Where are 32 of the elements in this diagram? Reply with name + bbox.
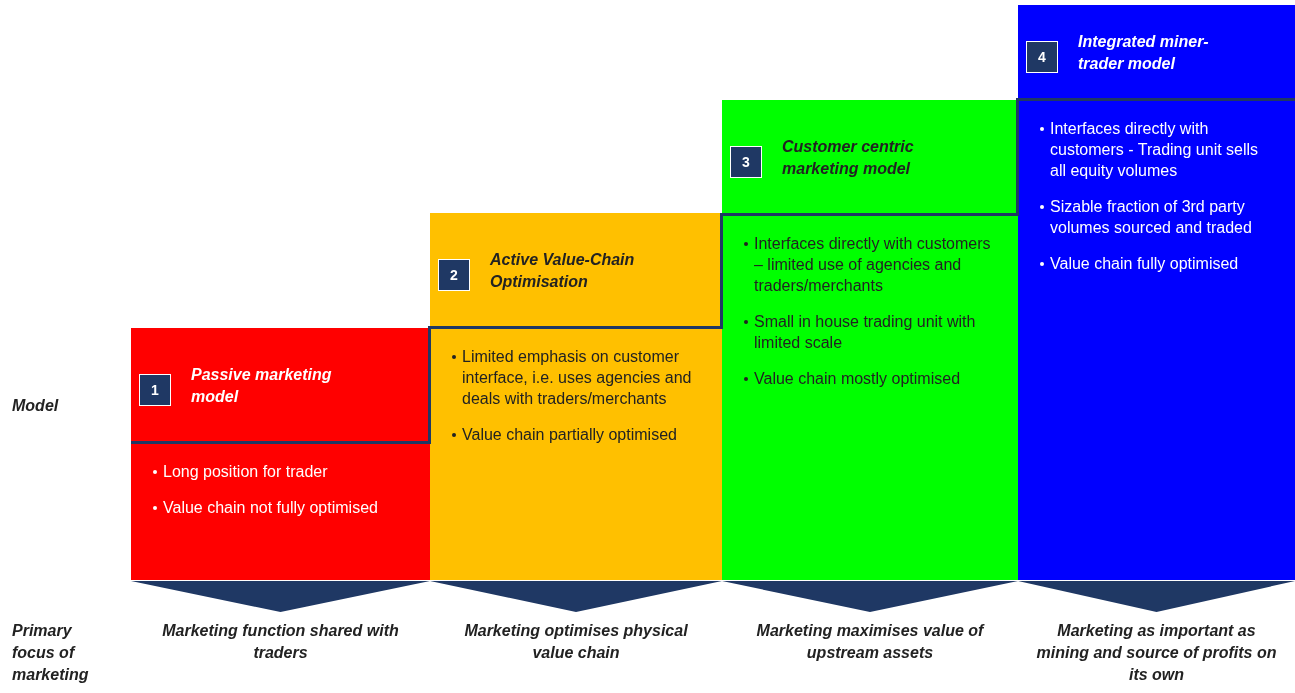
number-badge: 2 <box>438 258 470 291</box>
row-label: Model <box>12 396 59 416</box>
step-title: Passive marketing model <box>191 364 333 407</box>
step-panel <box>722 100 1018 580</box>
number-badge: 4 <box>1026 40 1058 73</box>
number-badge: 1 <box>139 373 171 406</box>
bullet-text: Value chain partially optimised <box>452 424 704 445</box>
bullet-text: Limited emphasis on customer interface, i.e. uses agencies and deals with traders/merchants <box>452 346 704 409</box>
bullet-text: Value chain not fully optimised <box>153 497 412 518</box>
step-title: Integrated miner-trader model <box>1078 31 1210 74</box>
focus-triangle <box>722 581 1018 612</box>
focus-triangle <box>430 581 722 612</box>
focus-text: Marketing optimises physical value chain <box>463 621 689 663</box>
focus-text: Marketing function shared with traders <box>161 621 400 663</box>
step-panel <box>430 213 722 580</box>
bullet-text: Value chain mostly optimised <box>744 368 1000 389</box>
step-panel <box>1018 5 1295 580</box>
focus-text: Marketing maximises value of upstream assets <box>755 621 986 663</box>
bullet-text: Value chain fully optimised <box>1040 253 1277 274</box>
bullet-text: Small in house trading unit with limited scale <box>744 311 1000 353</box>
focus-triangle <box>1018 581 1295 612</box>
step-panel <box>131 328 430 580</box>
bullet-text: Interfaces directly with customers – limited use of agencies and traders/merchants <box>744 233 1000 296</box>
focus-text: Marketing as important as mining and source of profits on its own <box>1035 621 1278 685</box>
row-label: Primary focus of marketing <box>12 621 90 685</box>
step-title: Customer centric marketing model <box>782 136 915 179</box>
bullet-text: Long position for trader <box>153 461 412 482</box>
bullet-text: Sizable fraction of 3rd party volumes sourced and traded <box>1040 196 1277 238</box>
step-title: Active Value-Chain Optimisation <box>490 249 636 292</box>
bullet-text: Interfaces directly with customers - Trading unit sells all equity volumes <box>1040 118 1277 181</box>
number-badge: 3 <box>730 145 762 178</box>
focus-triangle <box>131 581 430 612</box>
